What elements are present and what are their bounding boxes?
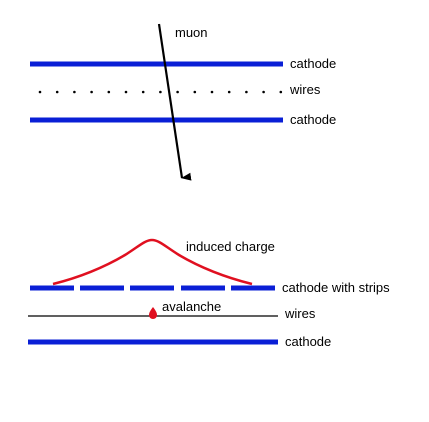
muon-track-arrow (157, 23, 192, 181)
wire-dot (279, 90, 283, 94)
avalanche-drop (149, 307, 157, 319)
wire-dot (176, 90, 179, 94)
top-cathode-lower-label: cathode (290, 112, 336, 127)
wire-dot (90, 90, 93, 94)
wire-dot (210, 90, 214, 94)
wire-dot (38, 90, 42, 94)
bottom-chamber: induced charge cathode with strips avala… (28, 238, 390, 349)
induced-charge-label: induced charge (186, 239, 275, 254)
wire-dot (262, 90, 265, 94)
top-chamber: cathode wires cathode muon (30, 23, 336, 181)
avalanche-label: avalanche (162, 299, 221, 314)
top-wires-label: wires (289, 82, 321, 97)
wire-dot (141, 90, 145, 94)
wire-dot (55, 90, 59, 94)
bottom-wires-label: wires (284, 306, 316, 321)
top-cathode-upper-label: cathode (290, 56, 336, 71)
wire-dot (124, 90, 128, 94)
induced-charge-curve (52, 238, 253, 286)
muon-label: muon (175, 25, 208, 40)
wire-dot (245, 90, 248, 94)
top-wire-row (38, 90, 283, 94)
wire-dot (159, 90, 162, 94)
wire-dot (227, 90, 231, 94)
cathode-strips-label: cathode with strips (282, 280, 390, 295)
wire-dot (73, 90, 76, 94)
bottom-cathode-label: cathode (285, 334, 331, 349)
wire-dot (107, 90, 111, 94)
wire-dot (193, 90, 197, 94)
